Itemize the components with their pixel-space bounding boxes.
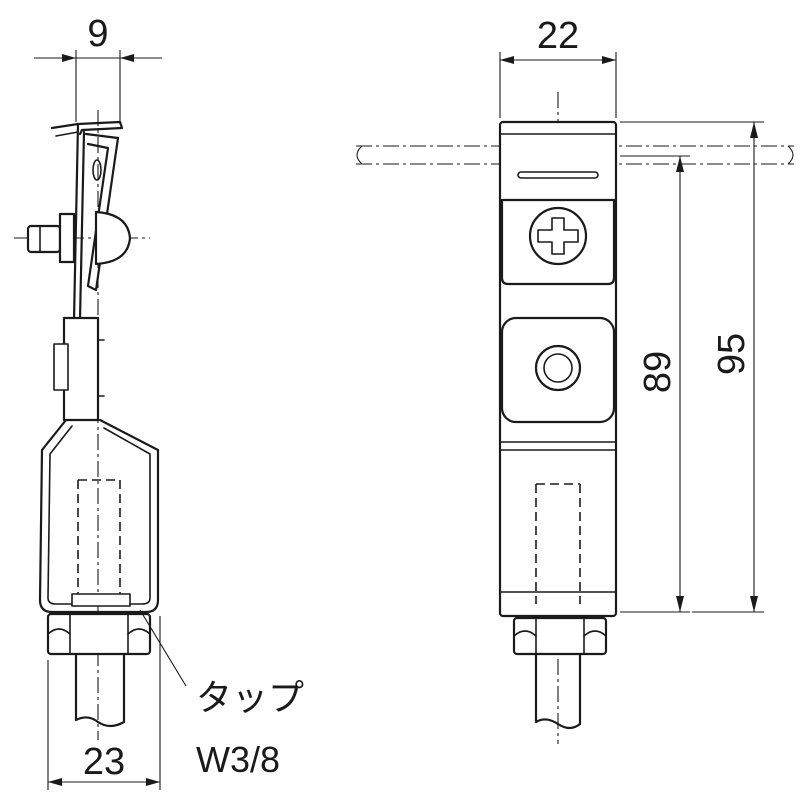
dimension-height-inner: 89 (620, 155, 690, 613)
dimension-side-width-label: 9 (87, 13, 108, 55)
dimension-height-total-label: 95 (711, 333, 753, 375)
callout-label-tap: タップ (196, 677, 304, 718)
dimension-nut-width-label: 23 (83, 741, 125, 783)
dimension-nut-width: 23 (47, 616, 161, 790)
dimension-height-inner-label: 89 (637, 351, 679, 393)
dimension-front-width: 22 (499, 15, 617, 118)
dimension-side-width: 9 (34, 13, 162, 122)
dimension-height-total: 95 (620, 121, 764, 613)
dimension-front-width-label: 22 (537, 15, 579, 57)
callout-label-thread: W3/8 (196, 739, 280, 780)
front-view (356, 92, 794, 744)
side-view (14, 110, 160, 740)
tap-callout: タップ W3/8 (139, 609, 304, 780)
